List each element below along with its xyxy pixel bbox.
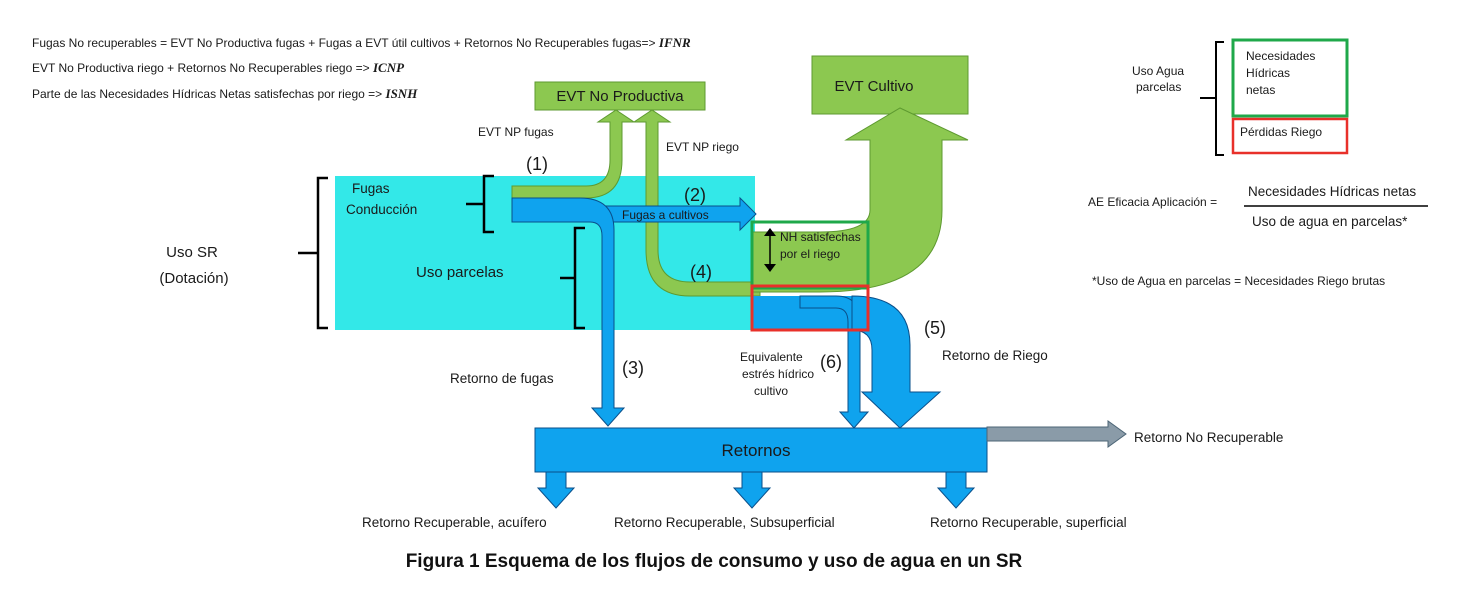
footnote: *Uso de Agua en parcelas = Necesidades R…	[1092, 274, 1385, 288]
retorno-no-recuperable-label: Retorno No Recuperable	[1134, 430, 1283, 445]
evt-cultivo-label: EVT Cultivo	[835, 78, 914, 95]
evt-no-productiva-label: EVT No Productiva	[556, 88, 684, 105]
evt-cultivo-box	[811, 55, 969, 115]
equivalente-line3: cultivo	[754, 384, 788, 398]
conduccion-label: Conducción	[346, 202, 417, 217]
retorno-riego-arrow	[851, 295, 942, 429]
figure-caption: Figura 1 Esquema de los flujos de consum…	[406, 551, 1023, 572]
retorno-no-recuperable-arrow	[986, 420, 1127, 448]
necesidades-box	[1231, 38, 1349, 118]
necesidades-line1: Necesidades	[1246, 49, 1315, 63]
superficial-down-arrow	[936, 471, 976, 509]
uso-sr-label: Uso SR	[166, 244, 218, 261]
fugas-bracket	[466, 174, 494, 234]
nh-satisfechas-line2: por el riego	[780, 247, 840, 261]
flow-number-2: (2)	[684, 185, 706, 205]
flow-number-3: (3)	[622, 358, 644, 378]
uso-agua-line1: Uso Agua	[1132, 64, 1184, 78]
equivalente-line1: Equivalente	[740, 350, 803, 364]
retorno-riego-label: Retorno de Riego	[942, 348, 1048, 363]
retorno-subsuperficial-label: Retorno Recuperable, Subsuperficial	[614, 515, 835, 530]
retorno-superficial-label: Retorno Recuperable, superficial	[930, 515, 1127, 530]
dotacion-label: (Dotación)	[159, 270, 228, 287]
ae-denominator: Uso de agua en parcelas*	[1252, 214, 1408, 229]
flow-number-1: (1)	[526, 154, 548, 174]
evt-cultivo-arrow	[751, 107, 969, 293]
ae-label: AE Eficacia Aplicación =	[1088, 195, 1217, 209]
subsuperficial-down-arrow	[732, 471, 772, 509]
flow-number-4: (4)	[690, 262, 712, 282]
perdidas-label: Pérdidas Riego	[1240, 125, 1322, 139]
equivalente-line2: estrés hídrico	[742, 367, 814, 381]
evt-np-riego-label: EVT NP riego	[666, 140, 739, 154]
flow-number-6: (6)	[820, 352, 842, 372]
ae-numerator: Necesidades Hídricas netas	[1248, 184, 1416, 199]
evt-np-riego-arrow	[632, 109, 761, 297]
retorno-fugas-label: Retorno de fugas	[450, 371, 554, 386]
fugas-a-cultivos-label: Fugas a cultivos	[622, 208, 709, 222]
nh-satisfechas-line1: NH satisfechas	[780, 230, 861, 244]
retorno-acuifero-label: Retorno Recuperable, acuífero	[362, 515, 547, 530]
uso-parcelas-label: Uso parcelas	[416, 264, 504, 281]
retorno-fugas-arrow	[511, 197, 626, 427]
retornos-label: Retornos	[722, 441, 791, 460]
evt-np-fugas-label: EVT NP fugas	[478, 125, 554, 139]
necesidades-line2: Hídricas	[1246, 66, 1290, 80]
uso-agua-bracket	[1200, 41, 1224, 156]
flow-number-5: (5)	[924, 318, 946, 338]
legend-line-2: EVT No Productiva riego + Retornos No Re…	[32, 60, 405, 75]
legend-line-3: Parte de las Necesidades Hídricas Netas …	[32, 86, 418, 101]
retornos-box	[534, 427, 988, 473]
necesidades-line3: netas	[1246, 83, 1275, 97]
perdidas-box	[1231, 117, 1349, 155]
acuifero-down-arrow	[536, 471, 576, 509]
legend-line-1: Fugas No recuperables = EVT No Productiv…	[32, 35, 691, 50]
uso-sr-bracket	[298, 176, 328, 330]
uso-agua-line2: parcelas	[1136, 80, 1181, 94]
fugas-label: Fugas	[352, 181, 390, 196]
perdidas-riego-box	[750, 284, 870, 332]
uso-parcelas-bracket	[560, 226, 585, 330]
nh-satisfechas-box	[750, 220, 870, 290]
evt-no-productiva-box	[534, 81, 706, 111]
